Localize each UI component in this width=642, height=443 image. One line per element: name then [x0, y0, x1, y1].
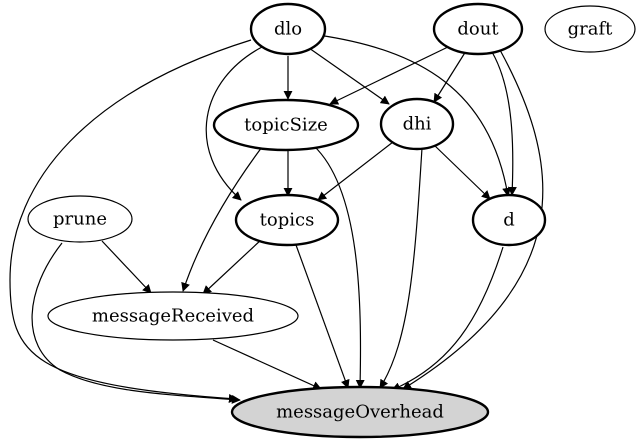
node-dlo-label: dlo — [274, 19, 302, 40]
node-messageOverhead[interactable]: messageOverhead — [230, 385, 490, 439]
node-dhi[interactable]: dhi — [379, 97, 455, 151]
edge-prune-messageOverhead — [31, 242, 241, 404]
node-prune[interactable]: prune — [27, 195, 133, 243]
node-prune-label: prune — [53, 209, 107, 230]
node-messageOverhead-label: messageOverhead — [276, 402, 444, 423]
edge-dlo-messageOverhead — [9, 39, 252, 403]
node-dhi-shape — [379, 97, 455, 151]
node-prune-shape — [27, 195, 133, 243]
edge-d-messageOverhead — [391, 246, 504, 391]
node-dlo-shape — [249, 2, 327, 56]
node-dout[interactable]: dout — [432, 2, 524, 56]
node-topics-shape — [234, 193, 340, 247]
node-topicSize-shape — [212, 98, 360, 152]
node-messageReceived-label: messageReceived — [92, 306, 254, 327]
node-messageOverhead-shape — [230, 385, 490, 439]
edge-topicSize-messageOverhead — [313, 145, 365, 389]
edge-dhi-d — [432, 143, 491, 200]
edge-topics-messageOverhead — [295, 244, 350, 389]
node-d-label: d — [503, 210, 515, 231]
node-dout-label: dout — [457, 19, 499, 40]
node-messageReceived-shape — [47, 291, 299, 341]
node-topics[interactable]: topics — [234, 193, 340, 247]
edge-dlo-d — [317, 34, 512, 197]
edge-dlo-dhi — [308, 47, 390, 105]
node-d-shape — [471, 193, 547, 247]
node-topicSize-label: topicSize — [244, 115, 328, 136]
node-topicSize[interactable]: topicSize — [212, 98, 360, 152]
node-graft-label: graft — [568, 19, 614, 40]
nodes: dlo dout graft topicSize dhi prune topic… — [27, 2, 636, 439]
node-dout-shape — [432, 2, 524, 56]
edges — [9, 34, 544, 404]
edge-topics-messageReceived — [202, 238, 263, 295]
edge-dout-d — [491, 51, 517, 196]
edge-dout-dhi — [433, 50, 467, 103]
node-graft-shape — [544, 5, 636, 53]
node-messageReceived[interactable]: messageReceived — [47, 291, 299, 341]
edge-prune-messageReceived — [101, 240, 152, 294]
edge-dlo-topics — [205, 46, 263, 201]
node-graft[interactable]: graft — [544, 5, 636, 53]
edge-messageReceived-messageOverhead — [212, 339, 322, 390]
edge-dout-topicSize — [329, 45, 451, 105]
node-dhi-label: dhi — [403, 114, 432, 135]
edge-dhi-messageOverhead — [379, 147, 423, 389]
edge-dhi-topics — [317, 141, 394, 201]
node-d[interactable]: d — [471, 193, 547, 247]
node-topics-label: topics — [260, 210, 315, 231]
node-dlo[interactable]: dlo — [249, 2, 327, 56]
edge-topicSize-messageReceived — [181, 146, 263, 292]
